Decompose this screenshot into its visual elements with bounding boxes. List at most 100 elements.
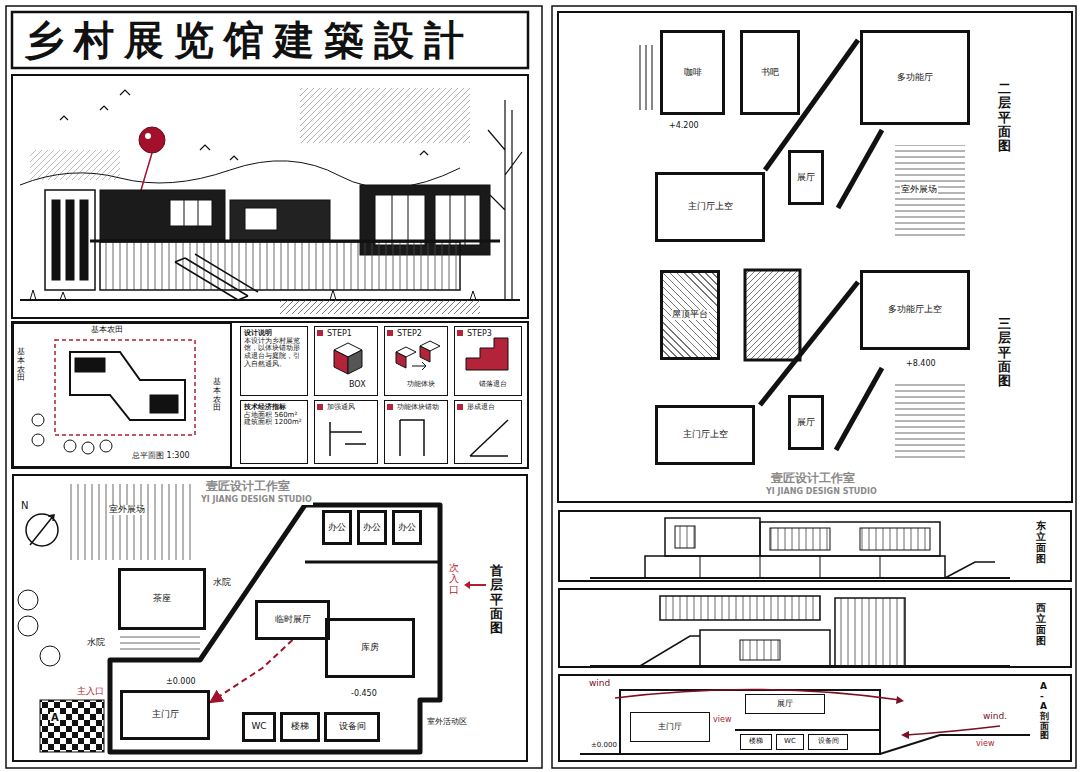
view-label: view: [712, 716, 732, 725]
panel-heading: STEP1: [327, 330, 352, 339]
ground-floor-plan: [18, 616, 38, 636]
perspective-illustration: [30, 150, 120, 180]
note-body: 本设计为乡村展览馆，以体块错动形成退台与庭院，引入自然通风。: [244, 338, 304, 369]
section-drawing: [896, 696, 904, 704]
site-plan-drawing: [100, 440, 112, 452]
ground-floor-plan: [110, 505, 440, 752]
perspective-illustration: [100, 190, 225, 240]
perspective-illustration: [300, 88, 470, 143]
note-heading: 技术经济指标: [244, 404, 304, 412]
perspective-illustration: [20, 88, 522, 314]
panel-note: BOX: [349, 381, 366, 390]
ground-floor-plan: [464, 581, 470, 589]
room-name: WC: [251, 722, 266, 732]
elevation-drawing: [590, 518, 1010, 666]
room: 办公: [392, 510, 422, 545]
roof-area: 屋顶平台: [660, 270, 720, 360]
site-plan-drawing: [32, 414, 44, 426]
watermark: YI JIANG DESIGN STUDIO: [200, 496, 313, 505]
sheet-frame: [12, 12, 528, 68]
concept-diagram: [412, 362, 426, 370]
note-box: 设计说明本设计为乡村展览馆，以体块错动形成退台与庭院，引入自然通风。: [240, 326, 308, 396]
perspective-illustration: [245, 208, 277, 230]
site-plan-drawing: [55, 340, 195, 435]
room-name: WC: [784, 738, 796, 746]
elevation-drawing: [740, 640, 780, 660]
room-name: 主门厅上空: [683, 430, 728, 440]
elevation-drawing: [645, 556, 945, 578]
panel-heading: 东立面图: [1036, 520, 1046, 564]
room: 楼梯: [740, 734, 772, 750]
room: 书吧: [740, 30, 800, 115]
level-mark: -0.450: [350, 690, 378, 699]
step-box: STEP3错落退台: [454, 326, 522, 396]
panel-heading: 总平面图 1:300: [132, 452, 190, 461]
room: 临时展厅: [255, 600, 330, 640]
room-name: 主门厅: [658, 723, 682, 732]
area-label: 室外展场: [900, 185, 938, 195]
room-name: 办公: [328, 523, 346, 533]
elevation-drawing: [700, 630, 830, 666]
perspective-illustration: [392, 195, 465, 245]
watermark: 壹匠设计工作室: [770, 472, 856, 485]
concept-diagram: [396, 352, 406, 368]
perspective-illustration: [170, 200, 212, 226]
elevation-drawing: [760, 522, 940, 556]
step-box: STEP2功能体块: [384, 326, 448, 396]
section-drawing: [580, 735, 1030, 754]
elevation-panel: 东立面图: [558, 510, 1072, 582]
room-name: 展厅: [797, 173, 815, 183]
site-plan-panel: 总平面图 1:300: [12, 322, 232, 468]
watermark: YI JIANG DESIGN STUDIO: [765, 488, 878, 497]
room-name: 办公: [398, 523, 416, 533]
room: 库房: [325, 618, 415, 678]
panel-note: 错落退台: [479, 381, 507, 389]
site-plan-drawing: [70, 352, 185, 420]
section-drawing: [901, 731, 909, 739]
room: 办公: [357, 510, 387, 545]
site-plan-drawing: [150, 395, 178, 413]
area-label: 室外展场: [108, 505, 146, 515]
wind-label: wind.: [982, 712, 1008, 722]
panel-heading: 首层平面图: [490, 564, 503, 635]
ground-floor-plan: [18, 590, 38, 610]
room-name: 咖啡: [684, 68, 702, 78]
concept-diagram: [400, 420, 424, 456]
floor-plan-panel: 二层平面图咖啡书吧多功能厅展厅主门厅上空: [558, 12, 1072, 257]
level-mark: ±0.000: [165, 678, 197, 687]
concept-diagram: [466, 338, 508, 370]
section-drawing: [580, 689, 1030, 754]
room-name: 书吧: [761, 68, 779, 78]
room: 设备间: [324, 712, 380, 742]
site-label: 基本农田: [212, 378, 222, 413]
perspective-illustration: [60, 90, 428, 160]
circulation-arrow: [210, 640, 293, 703]
sheet-title: 乡村展览馆建築設計: [24, 13, 474, 68]
elevation-drawing: [770, 528, 830, 550]
room-name: 楼梯: [291, 722, 309, 732]
perspective-illustration: [80, 200, 88, 280]
room-name: 楼梯: [749, 738, 763, 746]
perspective-illustration: [184, 200, 198, 226]
room: WC: [776, 734, 804, 750]
ground-floor-plan: [305, 561, 440, 564]
upper-floor-plans: [838, 130, 882, 208]
perspective-illustration: [488, 100, 522, 300]
wind-label: wind: [588, 679, 611, 689]
entrance-label: 主入口: [76, 687, 105, 697]
room: 展厅: [745, 694, 825, 714]
ground-floor-plan: [40, 646, 60, 666]
north-label: N: [20, 500, 29, 511]
upper-floor-plans: [765, 40, 858, 170]
concept-box: 加强通风: [314, 400, 378, 464]
upper-floor-plans: [836, 368, 882, 450]
room: 多功能厅: [860, 30, 970, 125]
room-name: 主门厅: [152, 710, 179, 720]
level-mark: +8.400: [905, 360, 937, 369]
sheet-frame: [552, 6, 1076, 768]
perspective-illustration: [230, 200, 330, 240]
ground-floor-plan: [30, 515, 54, 545]
